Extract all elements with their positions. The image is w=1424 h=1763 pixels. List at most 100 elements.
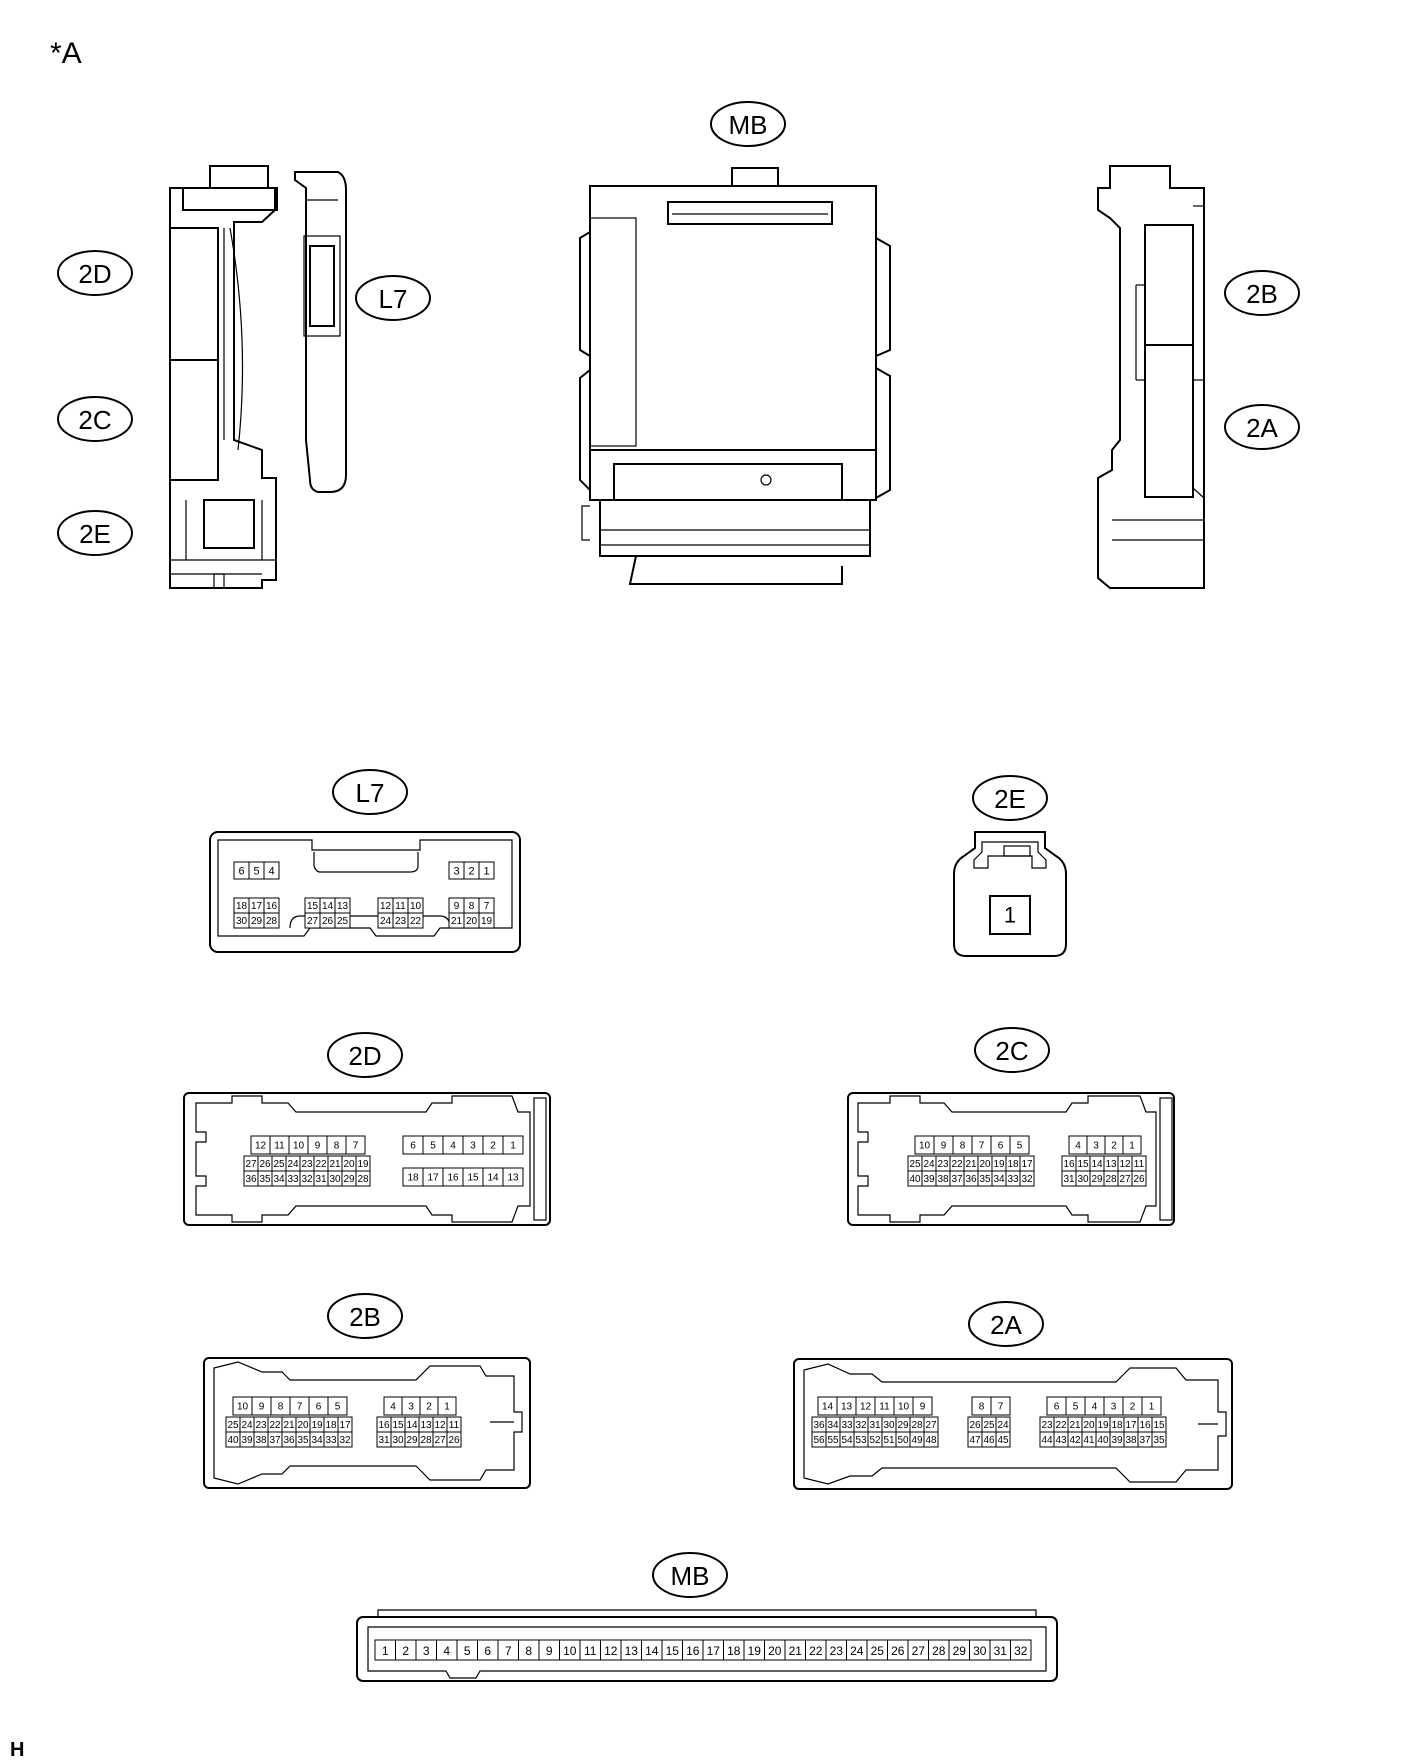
pin-label: 16 — [1139, 1420, 1151, 1431]
pin-label: 8 — [334, 1141, 340, 1152]
pin-label: 7 — [979, 1141, 985, 1152]
pin-label: 28 — [1105, 1174, 1117, 1185]
pin-label: 25 — [909, 1159, 921, 1170]
pin-label: 17 — [427, 1173, 439, 1184]
pin-label: 9 — [546, 1644, 553, 1658]
pin-label: 14 — [406, 1420, 418, 1431]
pin-label: 26 — [259, 1159, 271, 1170]
pin-label: 5 — [430, 1141, 436, 1152]
pin-label: 35 — [297, 1435, 309, 1446]
connector-2a-label: 2A — [990, 1310, 1022, 1340]
pin-label: 6 — [998, 1141, 1004, 1152]
pin-label: 40 — [227, 1435, 239, 1446]
svg-text:MB: MB — [729, 110, 768, 140]
pin-cell — [327, 1396, 348, 1416]
pin-label: 19 — [993, 1159, 1005, 1170]
pin-label: 29 — [406, 1435, 418, 1446]
pin-cell — [263, 912, 280, 929]
pin-label: 17 — [1125, 1420, 1137, 1431]
pin-label: 39 — [923, 1174, 935, 1185]
pin-label: 24 — [923, 1159, 935, 1170]
pin-label: 18 — [407, 1173, 419, 1184]
pin-label: 18 — [325, 1420, 337, 1431]
pin-label: 6 — [410, 1141, 416, 1152]
pin-label: 37 — [1139, 1435, 1151, 1446]
pin-label: 46 — [983, 1435, 995, 1446]
pin-label: 17 — [339, 1420, 351, 1431]
pin-label: 32 — [339, 1435, 351, 1446]
pin-label: 31 — [378, 1435, 390, 1446]
pin-label: 5 — [1017, 1141, 1023, 1152]
pin-label: 37 — [951, 1174, 963, 1185]
pin-label: 18 — [1111, 1420, 1123, 1431]
pin-cell — [1010, 1639, 1032, 1661]
pin-label: 20 — [466, 916, 478, 927]
pin-label: 35 — [979, 1174, 991, 1185]
pin-label: 21 — [1069, 1420, 1081, 1431]
pin-label: 1 — [1149, 1402, 1155, 1413]
pin-label: 8 — [979, 1402, 985, 1413]
pin-label: 6 — [484, 1644, 491, 1658]
pin-label: 35 — [1153, 1435, 1165, 1446]
right-side-view — [1097, 165, 1205, 589]
pin-label: 19 — [357, 1159, 369, 1170]
pin-label: 13 — [337, 901, 349, 912]
pin-label: 11 — [395, 901, 406, 912]
pin-label: 22 — [951, 1159, 963, 1170]
pin-cell — [355, 1170, 371, 1187]
pin-cell — [990, 1396, 1011, 1416]
pin-label: 15 — [467, 1173, 479, 1184]
pin-label: 1 — [510, 1141, 516, 1152]
pin-label: 31 — [315, 1174, 327, 1185]
bubble-2e: 2E — [57, 510, 133, 556]
pin-label: 33 — [1007, 1174, 1019, 1185]
pin-label: 7 — [484, 901, 490, 912]
pin-label: 13 — [1105, 1159, 1117, 1170]
pin-label: 34 — [273, 1174, 285, 1185]
svg-text:2B: 2B — [1246, 279, 1278, 309]
pin-label: 14 — [322, 901, 334, 912]
pin-label: 33 — [325, 1435, 337, 1446]
pin-cell — [1009, 1135, 1030, 1155]
pin-label: 3 — [1093, 1141, 1099, 1152]
pin-label: 21 — [329, 1159, 341, 1170]
pin-label: 29 — [1091, 1174, 1103, 1185]
pin-label: 23 — [255, 1420, 267, 1431]
pin-label: 29 — [343, 1174, 355, 1185]
pin-label: 12 — [380, 901, 392, 912]
pin-label: 12 — [860, 1402, 872, 1413]
pin-label: 30 — [329, 1174, 341, 1185]
pin-label: 10 — [919, 1141, 931, 1152]
pin-label: 25 — [983, 1420, 995, 1431]
pin-label: 24 — [241, 1420, 253, 1431]
pin-label: 23 — [301, 1159, 313, 1170]
pin-label: 4 — [1075, 1141, 1081, 1152]
pin-label: 5 — [464, 1644, 471, 1658]
pin-label: 53 — [855, 1435, 867, 1446]
pin-label: 27 — [1119, 1174, 1131, 1185]
pin-label: 22 — [269, 1420, 281, 1431]
pin-label: 11 — [879, 1402, 890, 1413]
pin-label: 36 — [283, 1435, 295, 1446]
pin-label: 42 — [1069, 1435, 1081, 1446]
pin-label: 14 — [487, 1173, 499, 1184]
pin-label: 28 — [932, 1644, 946, 1658]
pin-label: 3 — [453, 866, 459, 878]
pin-label: 15 — [307, 901, 319, 912]
pin-label: 31 — [1063, 1174, 1075, 1185]
bubble-top-mb: MB — [710, 101, 786, 147]
pin-label: 28 — [266, 916, 278, 927]
pin-label: 30 — [236, 916, 248, 927]
pin-label: 12 — [1119, 1159, 1131, 1170]
pin-label: 28 — [420, 1435, 432, 1446]
pin-label: 38 — [937, 1174, 949, 1185]
pin-label: 24 — [850, 1644, 864, 1658]
pin-label: 7 — [998, 1402, 1004, 1413]
pin-label: 27 — [925, 1420, 937, 1431]
pin-label: 2 — [468, 866, 474, 878]
pin-label: 23 — [830, 1644, 844, 1658]
svg-text:2D: 2D — [78, 259, 111, 289]
pin-label: 11 — [584, 1644, 597, 1658]
